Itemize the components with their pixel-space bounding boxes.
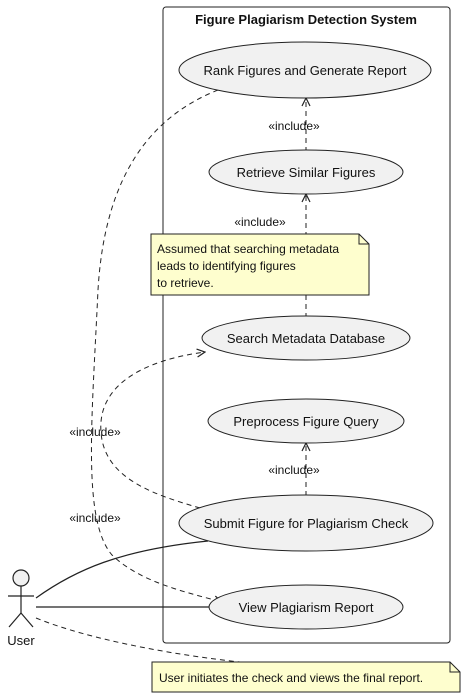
- use-case-submit-label: Submit Figure for Plagiarism Check: [204, 516, 409, 531]
- note-user: User initiates the check and views the f…: [151, 661, 461, 693]
- note-metadata-line-3: to retrieve.: [157, 276, 214, 290]
- edge-label-retrieve-rank: «include»: [268, 119, 320, 133]
- actor-user[interactable]: User: [7, 569, 35, 648]
- note-metadata-line-2: leads to identifying figures: [157, 259, 296, 273]
- use-case-search[interactable]: Search Metadata Database: [201, 315, 411, 361]
- use-case-retrieve[interactable]: Retrieve Similar Figures: [208, 149, 404, 195]
- edge-label-rank-view: «include»: [69, 511, 121, 525]
- edge-rank-to-view: [90, 89, 222, 602]
- edge-label-submit-preprocess: «include»: [268, 463, 320, 477]
- use-case-rank[interactable]: Rank Figures and Generate Report: [178, 41, 432, 99]
- actor-head-icon: [12, 569, 30, 587]
- edge-submit-to-search: [100, 352, 205, 509]
- note-user-text: User initiates the check and views the f…: [159, 671, 423, 685]
- note-metadata: Assumed that searching metadata leads to…: [150, 233, 370, 296]
- use-case-rank-label: Rank Figures and Generate Report: [203, 63, 406, 78]
- edge-label-search-retrieve: «include»: [234, 215, 286, 229]
- use-case-view-label: View Plagiarism Report: [239, 600, 374, 615]
- use-case-preprocess-label: Preprocess Figure Query: [233, 414, 379, 429]
- actor-name: User: [7, 633, 35, 648]
- use-case-view[interactable]: View Plagiarism Report: [208, 584, 404, 630]
- note-anchor-user: [35, 617, 241, 663]
- use-case-submit[interactable]: Submit Figure for Plagiarism Check: [178, 494, 434, 552]
- note-metadata-line-1: Assumed that searching metadata: [157, 242, 339, 256]
- association-user-submit: [35, 540, 209, 599]
- edge-label-submit-search: «include»: [69, 425, 121, 439]
- system-title: Figure Plagiarism Detection System: [195, 12, 417, 27]
- use-case-preprocess[interactable]: Preprocess Figure Query: [207, 398, 405, 444]
- use-case-search-label: Search Metadata Database: [227, 331, 385, 346]
- use-case-retrieve-label: Retrieve Similar Figures: [237, 165, 376, 180]
